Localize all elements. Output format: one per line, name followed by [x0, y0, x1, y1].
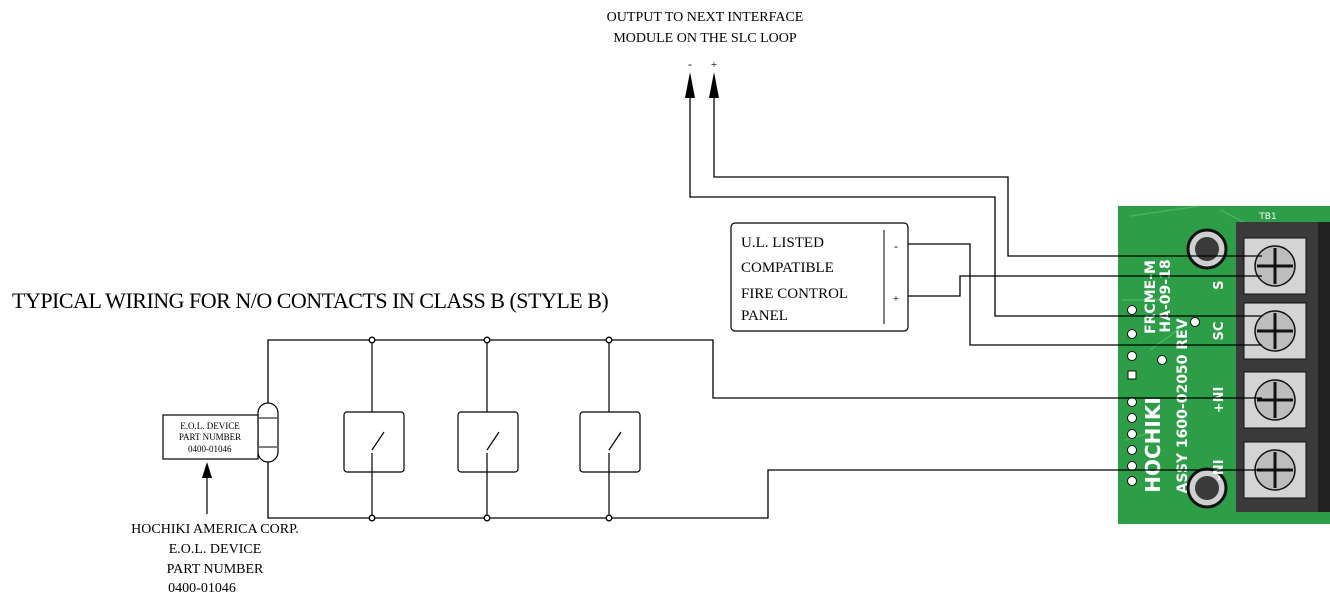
output-label-line1: OUTPUT TO NEXT INTERFACE: [607, 10, 804, 25]
diagram-title: TYPICAL WIRING FOR N/O CONTACTS IN CLASS…: [12, 288, 608, 313]
panel-minus-wire: [908, 243, 1140, 346]
mounting-hole-top-inner: [1195, 237, 1219, 261]
panel-line-4: PANEL: [741, 308, 788, 324]
loop-bottom-wire: [267, 462, 1140, 519]
eol-caption-line1: HOCHIKI AMERICA CORP.: [131, 522, 299, 537]
output-minus-wire: [689, 98, 1140, 317]
eol-caption-line2: E.O.L. DEVICE: [169, 542, 262, 557]
switch-3-top-node: [605, 336, 613, 344]
panel-plus-label: +: [893, 293, 899, 305]
terminal-screw-minus-ni: [1243, 441, 1307, 499]
tb1-label: TB1: [1258, 212, 1276, 222]
mounting-hole-bottom-inner: [1195, 476, 1219, 500]
eol-resistor: [257, 402, 279, 463]
module-brand-text: HOCHIKI: [1141, 397, 1165, 493]
module-wire-stubs: [1118, 255, 1262, 471]
fire-control-panel-box: [730, 222, 909, 332]
output-plus-label: +: [711, 59, 717, 71]
panel-plus-wire: [908, 275, 1140, 297]
pcb-pads: [1127, 305, 1200, 486]
eol-pointer-arrow: [202, 462, 212, 478]
switch-1-bottom-node: [368, 514, 376, 522]
output-plus-wire: [713, 98, 1140, 257]
terminal-label-s: S: [1212, 280, 1227, 289]
switch-3-box: [579, 411, 641, 473]
switch-1-top-node: [368, 336, 376, 344]
eol-label-line3: 0400-01046: [188, 444, 232, 454]
terminal-label-sc: SC: [1212, 322, 1227, 341]
terminal-screw-plus-ni: [1243, 371, 1307, 429]
eol-label-line1: E.O.L. DEVICE: [180, 421, 240, 431]
panel-line-2: COMPATIBLE: [741, 260, 834, 276]
terminal-screw-sc: [1243, 302, 1307, 360]
switch-1-blade: [371, 431, 385, 451]
switch-3-blade: [608, 431, 622, 451]
contact-switch-1: [343, 336, 405, 522]
switch-2-box: [457, 411, 519, 473]
panel-line-1: U.L. LISTED: [741, 235, 824, 251]
contact-switch-2: [457, 336, 519, 522]
switch-2-blade: [486, 431, 500, 451]
output-plus-arrow: [709, 72, 719, 98]
module-code-text: HA-09-18: [1158, 259, 1174, 332]
hochiki-module: S SC +NI -NI TB1 FRCME-M HA-09-18 ASSY 1…: [1118, 205, 1330, 524]
switch-3-bottom-node: [605, 514, 613, 522]
eol-caption-line3: PART NUMBER: [167, 562, 264, 577]
contact-switch-3: [579, 336, 641, 522]
panel-minus-label: -: [894, 239, 898, 253]
pcb-traces: [1122, 205, 1261, 441]
output-minus-arrow: [685, 72, 695, 98]
panel-line-3: FIRE CONTROL: [741, 286, 848, 302]
module-assy-text: ASSY 1600-02050 REV: [1175, 318, 1191, 493]
output-minus-label: -: [688, 57, 692, 71]
output-label-line2: MODULE ON THE SLC LOOP: [613, 31, 797, 46]
eol-caption-line4: 0400-01046: [168, 581, 236, 594]
terminal-label-plus-ni: +NI: [1212, 387, 1227, 414]
switch-2-bottom-node: [483, 514, 491, 522]
eol-label-line2: PART NUMBER: [179, 432, 241, 442]
switch-2-top-node: [483, 336, 491, 344]
eol-label-box: [162, 414, 259, 460]
terminal-block-edge: [1318, 222, 1330, 512]
switch-1-box: [343, 411, 405, 473]
loop-top-wire: [267, 339, 1140, 403]
terminal-screw-s: [1243, 237, 1307, 295]
module-model-text: FRCME-M: [1143, 260, 1159, 334]
